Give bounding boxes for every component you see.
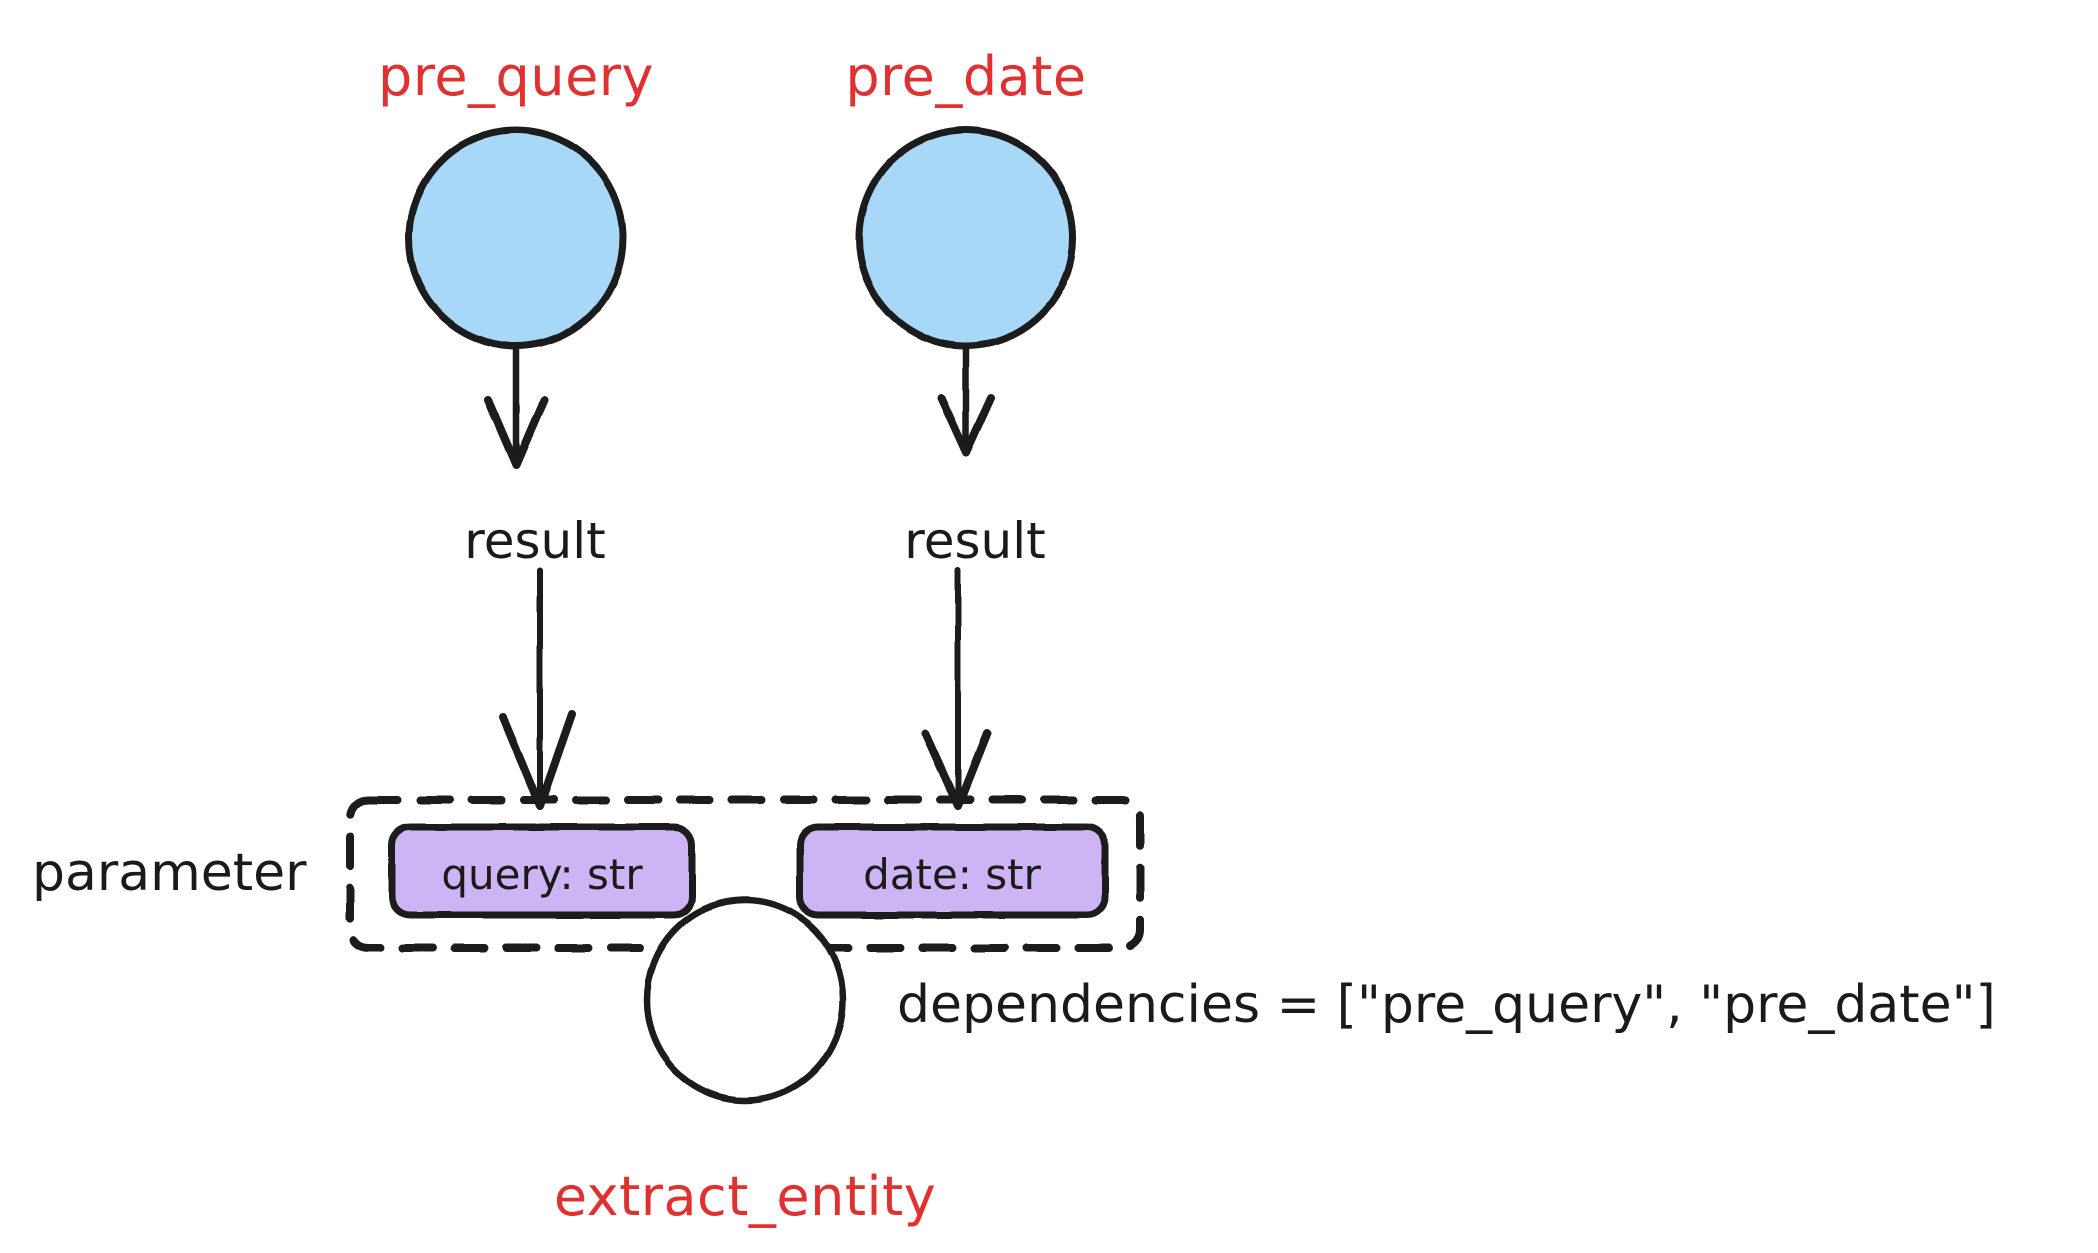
- extract-entity-circle[interactable]: [643, 896, 847, 1104]
- arrow-head: [484, 396, 548, 469]
- date-param-rect[interactable]: [796, 823, 1109, 919]
- edge-pre-date-to-result: [937, 346, 995, 457]
- arrow-head: [921, 729, 991, 810]
- parameter-label-query: query: str: [441, 850, 643, 899]
- node-pre-date[interactable]: [855, 126, 1077, 350]
- edge-pre-query-to-result: [484, 346, 548, 469]
- parameter-label-date: date: str: [863, 850, 1042, 899]
- node-label-extract-entity: extract_entity: [554, 1165, 936, 1228]
- parameter-group-label: parameter: [32, 843, 307, 903]
- node-label-pre-query: pre_query: [378, 45, 654, 108]
- query-param-rect[interactable]: [388, 823, 696, 919]
- pre-query-circle[interactable]: [405, 126, 627, 350]
- parameter-box-query[interactable]: [388, 823, 696, 919]
- arrow-head: [937, 394, 995, 457]
- node-extract-entity[interactable]: [643, 896, 847, 1104]
- parameter-box-date[interactable]: [796, 823, 1109, 919]
- edge-label-result-date: result: [904, 512, 1045, 570]
- arrow-head: [499, 710, 576, 810]
- edge-label-result-query: result: [464, 512, 605, 570]
- node-label-pre-date: pre_date: [845, 45, 1086, 108]
- dependencies-annotation: dependencies = ["pre_query", "pre_date"]: [897, 975, 1996, 1035]
- node-pre-query[interactable]: [405, 126, 627, 350]
- edge-result-to-date-param: [921, 567, 991, 810]
- edge-result-to-query-param: [499, 567, 576, 810]
- pre-date-circle[interactable]: [855, 126, 1077, 350]
